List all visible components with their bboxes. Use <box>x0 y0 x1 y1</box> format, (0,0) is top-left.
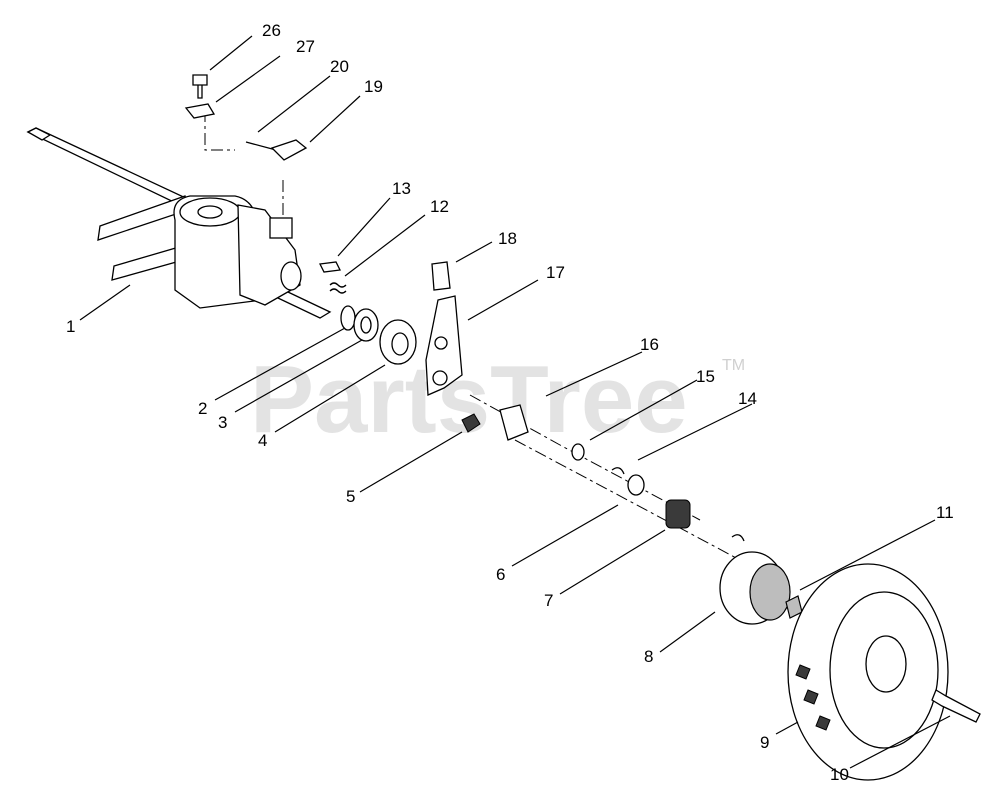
callout-2: 2 <box>198 399 207 418</box>
callout-8: 8 <box>644 647 653 666</box>
callout-18: 18 <box>498 229 517 248</box>
leader-8 <box>659 611 716 653</box>
callout-17: 17 <box>546 263 565 282</box>
watermark-trademark: TM <box>722 357 745 374</box>
part-27-washer <box>184 103 216 119</box>
leader-3 <box>234 339 363 413</box>
leader-16 <box>545 351 643 397</box>
part-14-washer <box>627 474 645 496</box>
callout-13: 13 <box>392 179 411 198</box>
leader-6 <box>511 504 619 567</box>
callout-6: 6 <box>496 565 505 584</box>
leader-10 <box>849 715 951 769</box>
leader-19 <box>309 95 361 143</box>
part-8-hub <box>719 551 791 625</box>
leader-11 <box>799 519 936 591</box>
callout-11: 11 <box>936 503 954 522</box>
part-6-clip <box>611 467 625 475</box>
part-7-gear <box>665 499 691 529</box>
callout-15: 15 <box>696 367 715 386</box>
leader-5 <box>359 431 463 493</box>
leader-1 <box>79 284 131 321</box>
part-17-plate-hole-1 <box>434 336 448 350</box>
part-26-bolt <box>192 74 208 99</box>
leader-15 <box>589 379 698 441</box>
leader-17 <box>467 279 539 321</box>
part-12-spring <box>329 282 347 294</box>
leader-26 <box>209 35 253 71</box>
callout-27: 27 <box>296 37 315 56</box>
leader-4 <box>274 364 386 433</box>
part-10-bolt <box>931 689 981 723</box>
callout-20: 20 <box>330 57 349 76</box>
watermark-text: PartsTree <box>250 346 688 453</box>
part-5-nut <box>461 413 481 433</box>
callout-26: 26 <box>262 21 281 40</box>
callout-10: 10 <box>830 765 849 784</box>
part-17-plate-hole-2 <box>432 370 448 386</box>
leader-7 <box>559 529 666 595</box>
part-4-bushing-hole <box>391 332 409 356</box>
callout-9: 9 <box>760 733 769 752</box>
part-2-ring <box>340 305 356 331</box>
callout-16: 16 <box>640 335 659 354</box>
part-16-bracket <box>499 404 529 441</box>
part-15-washer <box>571 443 585 461</box>
callout-19: 19 <box>364 77 383 96</box>
bolt-centerline <box>204 110 235 151</box>
part-20-pin <box>245 141 277 151</box>
part-9-wheel <box>787 563 949 781</box>
callout-14: 14 <box>738 389 757 408</box>
part-18-clip <box>431 261 451 291</box>
leader-13 <box>337 197 391 257</box>
hub-clip <box>731 534 745 542</box>
callout-12: 12 <box>430 197 449 216</box>
callout-3: 3 <box>218 413 227 432</box>
part-19-lever <box>270 139 308 161</box>
callout-7: 7 <box>544 591 553 610</box>
callout-4: 4 <box>258 431 267 450</box>
leader-20 <box>257 75 331 133</box>
leader-18 <box>455 241 493 263</box>
leader-9 <box>775 721 799 735</box>
callout-5: 5 <box>346 487 355 506</box>
leader-27 <box>215 55 281 103</box>
part-13-key <box>319 261 341 273</box>
leader-14 <box>637 403 753 461</box>
axle-centerline <box>514 439 741 561</box>
part-1-transmission <box>26 127 332 319</box>
leader-2 <box>214 327 346 401</box>
leader-12 <box>344 214 426 277</box>
part-3-washer-hole <box>360 316 372 334</box>
callout-1: 1 <box>66 317 75 336</box>
